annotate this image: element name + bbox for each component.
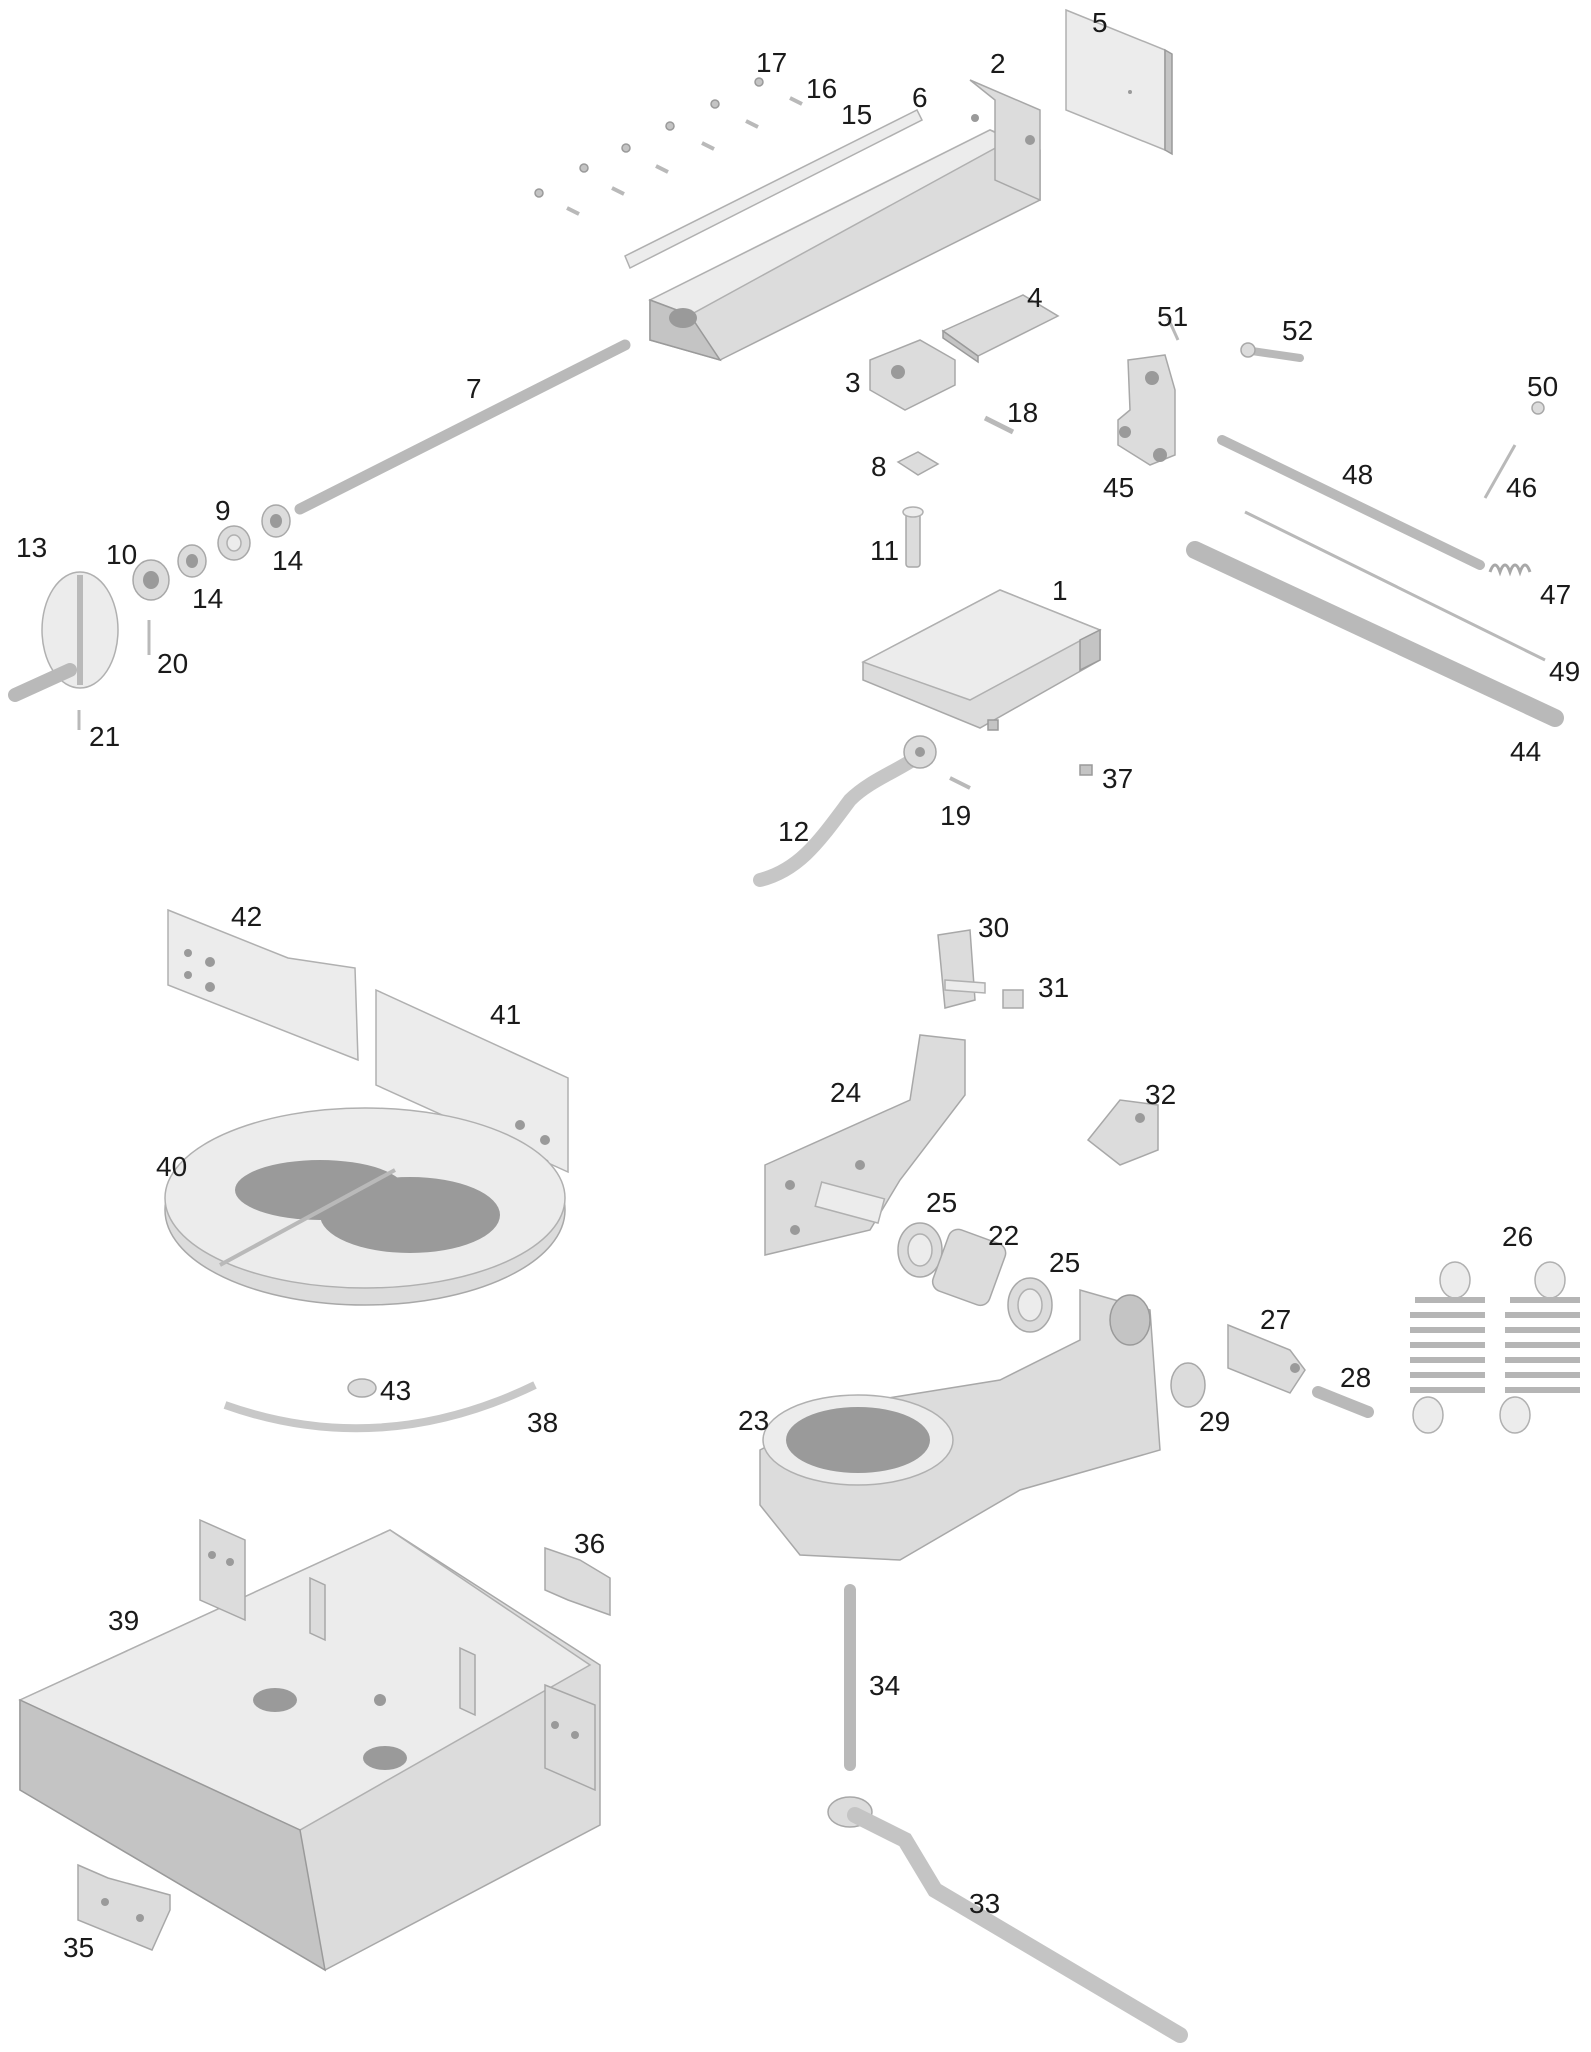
- part-49-rod: [1244, 510, 1546, 662]
- callout-2: 2: [990, 48, 1006, 79]
- part-3-block: [869, 339, 956, 411]
- callout-27: 27: [1260, 1304, 1291, 1335]
- part-6-strip: [624, 108, 924, 270]
- callout-41: 41: [490, 999, 521, 1030]
- callout-17: 17: [756, 47, 787, 78]
- callout-20: 20: [157, 648, 188, 679]
- part-23-housing: [759, 1289, 1161, 1561]
- callout-11: 11: [870, 535, 899, 566]
- callout-32: 32: [1145, 1079, 1176, 1110]
- callout-37: 37: [1102, 763, 1133, 794]
- part-35-bracket: [77, 1863, 171, 1951]
- part-13-handwheel: [8, 571, 119, 702]
- callout-26: 26: [1502, 1221, 1533, 1252]
- callout-18: 18: [1007, 397, 1038, 428]
- part-45-bracket: [1117, 354, 1176, 466]
- part-47-spring: [1488, 563, 1532, 577]
- part-33-lever: [827, 1796, 1188, 2043]
- part-44-rod: [1186, 541, 1564, 727]
- callout-38: 38: [527, 1407, 558, 1438]
- part-5-plate: [1065, 8, 1173, 156]
- callout-13: 13: [16, 532, 47, 563]
- part-7-shaft: [294, 339, 631, 515]
- callout-24: 24: [830, 1077, 861, 1108]
- callout-29: 29: [1199, 1406, 1230, 1437]
- bearings-9-10-14: [132, 504, 291, 601]
- part-43-bushing: [347, 1378, 377, 1398]
- callout-8: 8: [871, 451, 887, 482]
- part-46-pin: [1483, 444, 1517, 499]
- callout-6: 6: [912, 82, 928, 113]
- callout-48: 48: [1342, 459, 1373, 490]
- callout-9: 9: [215, 495, 231, 526]
- part-26-springs: [1410, 1261, 1580, 1434]
- part-18-pin: [983, 415, 1015, 435]
- callout-12: 12: [778, 816, 809, 847]
- callout-31: 31: [1038, 972, 1069, 1003]
- part-40-turntable: [164, 1107, 566, 1306]
- part-50-ball: [1531, 401, 1545, 415]
- part-8-nut: [896, 451, 940, 476]
- callout-46: 46: [1506, 472, 1537, 503]
- part-38-arc: [223, 1381, 537, 1433]
- callout-43: 43: [380, 1375, 411, 1406]
- parts-19-37-small: [949, 719, 1093, 790]
- callout-5: 5: [1092, 7, 1108, 38]
- part-4-slide: [941, 294, 1060, 364]
- part-1-carriage: [861, 589, 1102, 729]
- callout-45: 45: [1103, 472, 1134, 503]
- callout-28: 28: [1340, 1362, 1371, 1393]
- callout-25b: 25: [1049, 1247, 1080, 1278]
- callout-labels: 1 2 3 4 5 6 7 8 9 10 11 12 13 14 14 15 1…: [16, 7, 1580, 1963]
- callout-44: 44: [1510, 736, 1541, 767]
- callout-40: 40: [156, 1151, 187, 1182]
- part-27-plate: [1227, 1323, 1306, 1394]
- part-31-nut: [1002, 989, 1024, 1009]
- part-28-pin: [1312, 1386, 1374, 1418]
- callout-36: 36: [574, 1528, 605, 1559]
- callout-1: 1: [1052, 575, 1068, 606]
- callout-21: 21: [89, 721, 120, 752]
- callout-51: 51: [1157, 301, 1188, 332]
- callout-39: 39: [108, 1605, 139, 1636]
- callout-14b: 14: [272, 545, 303, 576]
- callout-10: 10: [106, 539, 137, 570]
- callout-16: 16: [806, 73, 837, 104]
- part-42-plate: [167, 908, 359, 1062]
- parts-15-16-17-pins: [534, 77, 803, 216]
- callout-14a: 14: [192, 583, 223, 614]
- callout-7: 7: [466, 373, 482, 404]
- part-2-arm-body: [648, 79, 1041, 362]
- callout-30: 30: [978, 912, 1009, 943]
- callout-47: 47: [1540, 579, 1571, 610]
- callout-3: 3: [845, 367, 861, 398]
- part-36-clip: [544, 1546, 611, 1617]
- callout-15: 15: [841, 99, 872, 130]
- callout-35: 35: [63, 1932, 94, 1963]
- callout-23: 23: [738, 1405, 769, 1436]
- part-11-bolt: [902, 506, 924, 568]
- part-39-base: [18, 1518, 601, 1972]
- callout-33: 33: [969, 1888, 1000, 1919]
- part-51-pin: [1166, 317, 1180, 341]
- callout-34: 34: [869, 1670, 900, 1701]
- part-30-block: [937, 929, 986, 1009]
- callout-42: 42: [231, 901, 262, 932]
- bearings-25-22: [897, 1222, 1053, 1333]
- callout-49: 49: [1549, 656, 1580, 687]
- part-52-handle: [1240, 342, 1304, 362]
- callout-50: 50: [1527, 371, 1558, 402]
- callout-25a: 25: [926, 1187, 957, 1218]
- callout-22: 22: [988, 1220, 1019, 1251]
- part-48-rod: [1217, 435, 1485, 570]
- callout-19: 19: [940, 800, 971, 831]
- part-29-washer: [1170, 1362, 1206, 1408]
- part-24-arm: [764, 1034, 966, 1256]
- part-12-lever: [753, 735, 937, 887]
- callout-52: 52: [1282, 315, 1313, 346]
- part-32-bracket: [1086, 1099, 1159, 1166]
- callout-4: 4: [1027, 282, 1043, 313]
- parts-20-21-pins: [77, 620, 151, 730]
